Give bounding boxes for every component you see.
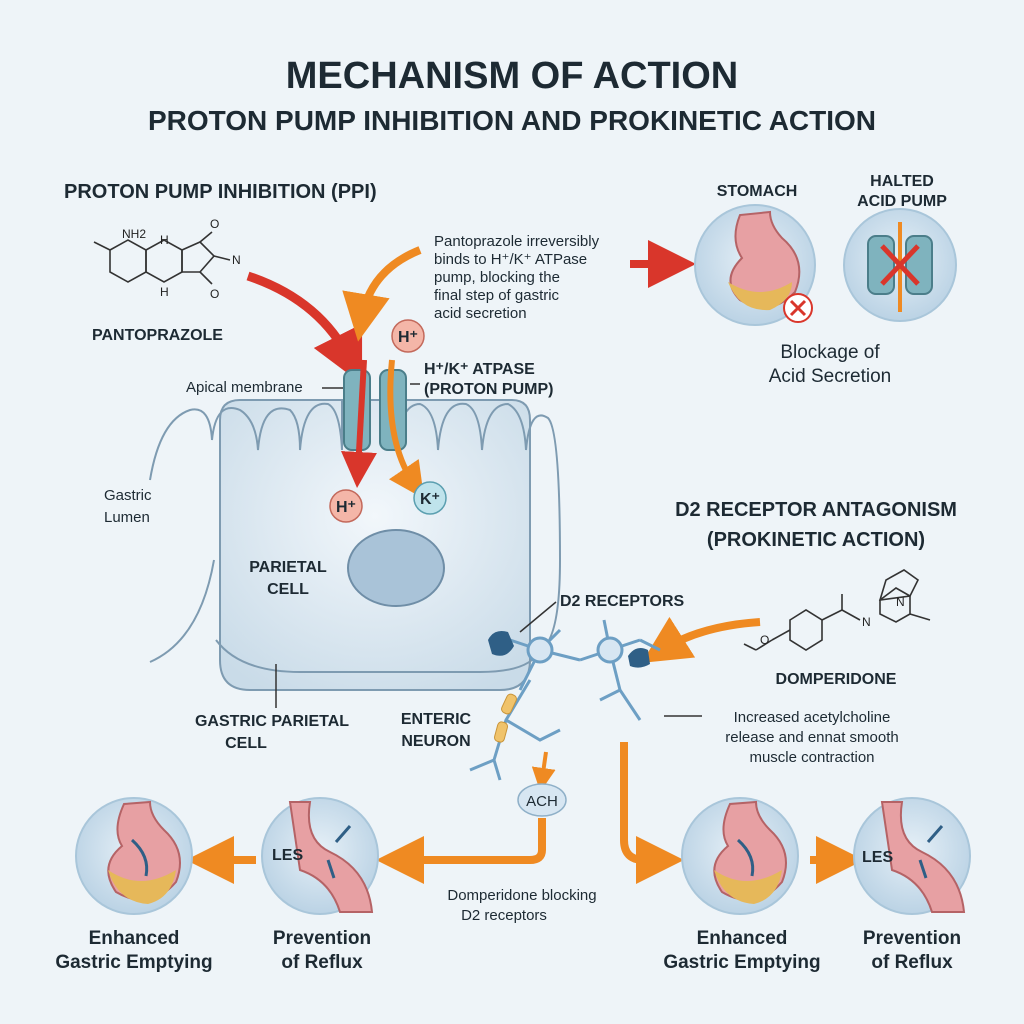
subtitle: PROTON PUMP INHIBITION AND PROKINETIC AC… <box>148 105 876 136</box>
gastric-parietal-cell-label-1: GASTRIC PARIETAL <box>195 713 349 730</box>
svg-text:final step of gastric: final step of gastric <box>434 287 560 304</box>
mol-o1: O <box>210 217 219 231</box>
mol-nh2: NH2 <box>122 227 146 241</box>
svg-text:H⁺: H⁺ <box>398 329 418 346</box>
d2-receptors-leader <box>519 601 557 633</box>
stomach-blocked-icon <box>694 204 816 326</box>
main-title: MECHANISM OF ACTION <box>286 55 738 97</box>
left-emptying-label-1: Enhanced <box>89 928 180 949</box>
drug-to-pump-arrow <box>246 271 363 385</box>
svg-text:H⁺: H⁺ <box>336 499 356 516</box>
effect-text-2: release and ennat smooth <box>725 729 898 746</box>
gastric-parietal-cell-label-2: CELL <box>225 735 267 752</box>
ppi-heading: PROTON PUMP INHIBITION (PPI) <box>64 181 377 203</box>
left-reflux-label-2: of Reflux <box>281 952 363 973</box>
domperidone-arrow <box>641 616 761 663</box>
myelin-segments <box>493 693 517 743</box>
mol-h2: H <box>160 285 169 299</box>
dom-n2: N <box>896 595 905 609</box>
parietal-cell-label-1: PARIETAL <box>249 559 327 576</box>
right-les-label: LES <box>862 849 893 866</box>
left-reflux-icon <box>261 797 379 915</box>
stomach-label: STOMACH <box>717 183 798 200</box>
ach-to-reflux-arrow <box>376 818 546 884</box>
left-emptying-icon <box>75 797 193 915</box>
ppi-description: Pantoprazole irreversibly binds to H⁺/K⁺… <box>434 233 600 322</box>
halted-pump-label-1: HALTED <box>870 173 934 190</box>
right-reflux-label-2: of Reflux <box>871 952 953 973</box>
blocking-text-2: D2 receptors <box>461 907 547 924</box>
h-ion-arrow <box>341 359 377 488</box>
gastric-lumen-label-1: Gastric <box>104 487 152 504</box>
neuron-to-emptying-arrow <box>620 742 684 884</box>
right-reflux-label-1: Prevention <box>863 928 961 949</box>
blockage-caption-1: Blockage of <box>780 342 880 363</box>
svg-text:acid secretion: acid secretion <box>434 305 527 322</box>
parietal-cell-label-2: CELL <box>267 581 309 598</box>
right-emptying-label-2: Gastric Emptying <box>663 952 820 973</box>
left-reflux-label-1: Prevention <box>273 928 371 949</box>
ach-arrow <box>531 751 556 792</box>
enteric-neuron <box>469 619 661 781</box>
right-reflux-icon <box>853 797 971 915</box>
left-emptying-label-2: Gastric Emptying <box>55 952 212 973</box>
effect-text-3: muscle contraction <box>749 749 874 766</box>
d2-heading-2: (PROKINETIC ACTION) <box>707 529 925 551</box>
h-ion-bottom: H⁺ <box>329 489 363 523</box>
pantoprazole-label: PANTOPRAZOLE <box>92 327 223 344</box>
ach-bubble: ACH <box>517 783 567 817</box>
halted-pump-label-2: ACID PUMP <box>857 193 947 210</box>
gastric-lumen-label-2: Lumen <box>104 509 150 526</box>
svg-text:Pantoprazole irreversibly: Pantoprazole irreversibly <box>434 233 600 250</box>
description-arrow <box>342 246 422 342</box>
svg-text:K⁺: K⁺ <box>420 491 440 508</box>
enteric-neuron-label-1: ENTERIC <box>401 711 472 728</box>
svg-text:ACH: ACH <box>526 793 558 810</box>
apical-membrane-label: Apical membrane <box>186 379 303 396</box>
left-les-label: LES <box>272 847 303 864</box>
pump-label-2: (PROTON PUMP) <box>424 381 553 398</box>
d2-receptors-label: D2 RECEPTORS <box>560 593 685 610</box>
blockage-caption-2: Acid Secretion <box>769 366 892 387</box>
domperidone-label: DOMPERIDONE <box>776 671 897 688</box>
svg-text:binds to H⁺/K⁺ ATPase: binds to H⁺/K⁺ ATPase <box>434 251 587 268</box>
domperidone-molecule <box>743 569 931 651</box>
pantoprazole-molecule <box>93 231 231 285</box>
effect-text-1: Increased acetylcholine <box>734 709 891 726</box>
halted-pump-icon <box>843 208 957 322</box>
k-ion-arrow <box>387 359 425 499</box>
right-emptying-label-1: Enhanced <box>697 928 788 949</box>
right-emptying-icon <box>681 797 799 915</box>
blocking-text-1: Domperidone blocking <box>447 887 596 904</box>
d2-heading-1: D2 RECEPTOR ANTAGONISM <box>675 499 957 521</box>
parietal-cell <box>149 399 562 691</box>
svg-text:pump, blocking the: pump, blocking the <box>434 269 560 286</box>
mol-h1: H <box>160 233 169 247</box>
dom-o: O <box>760 633 769 647</box>
enteric-neuron-label-2: NEURON <box>401 733 470 750</box>
k-ion: K⁺ <box>413 481 447 515</box>
mol-n: N <box>232 253 241 267</box>
dom-n1: N <box>862 615 871 629</box>
h-ion-top: H⁺ <box>391 319 425 353</box>
d2-receptor-icon <box>488 631 650 668</box>
mol-o2: O <box>210 287 219 301</box>
pump-label-1: H⁺/K⁺ ATPASE <box>424 361 535 378</box>
